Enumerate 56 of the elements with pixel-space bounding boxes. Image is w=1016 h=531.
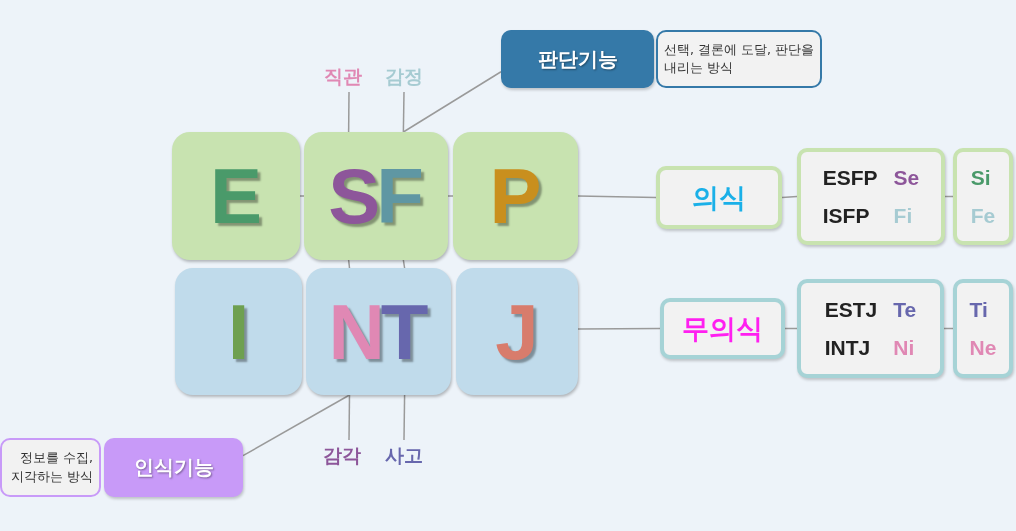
function-word: 감정 (385, 64, 423, 89)
box-heading: 인식기능 (133, 454, 214, 481)
connector-line (781, 195, 798, 199)
box-heading: 판단기능 (537, 45, 618, 73)
leader-line (348, 394, 351, 441)
tile-letter: I (227, 292, 250, 371)
box-heading: 무의식 (682, 311, 763, 346)
card-text: Ti (969, 297, 989, 322)
card-text: ESFP (822, 165, 878, 190)
description-box (0, 438, 101, 497)
type-card (797, 279, 944, 378)
letter-tile (453, 132, 578, 260)
leader-line (402, 71, 502, 133)
connector-line (347, 259, 351, 269)
card-text: INTJ (824, 335, 872, 360)
description-box (656, 30, 822, 88)
connector-line (577, 327, 661, 330)
leader-line (402, 91, 405, 133)
letter-tile (172, 132, 300, 260)
function-card (953, 148, 1013, 245)
tile-letter: S (328, 157, 381, 235)
function-word: 감각 (323, 443, 361, 468)
connector-line (447, 195, 454, 197)
letter-tile (304, 132, 448, 260)
card-text: Ni (893, 335, 916, 360)
tile-letter: E (210, 157, 262, 235)
card-text: ISFP (822, 203, 871, 228)
letter-tile (306, 268, 451, 395)
function-word: 사고 (385, 443, 423, 468)
leader-line (347, 91, 350, 133)
leader-line (403, 394, 406, 441)
tile-letter: P (489, 157, 542, 235)
card-text: Se (893, 165, 920, 190)
consciousness-box (660, 298, 785, 359)
letter-tile (456, 268, 578, 395)
function-label-box (501, 30, 654, 88)
function-card (953, 279, 1013, 378)
function-label-box (104, 438, 243, 497)
card-text: Ne (969, 335, 997, 360)
connector-line (299, 195, 305, 197)
leader-line (242, 394, 351, 457)
card-text: Si (970, 165, 992, 190)
connector-line (402, 259, 406, 269)
description-text: 선택, 결론에 도달, 판단을 내리는 방식 (663, 40, 815, 77)
function-word: 직관 (324, 64, 362, 89)
box-heading: 의식 (692, 180, 746, 215)
type-card (797, 148, 945, 245)
description-text: 정보를 수집, 지각하는 방식 (10, 449, 94, 486)
card-text: Fi (893, 203, 914, 228)
card-text: Fe (970, 203, 996, 228)
connector-line (577, 195, 657, 199)
card-text: Te (893, 297, 917, 322)
tile-letter: J (495, 292, 539, 371)
letter-tile (175, 268, 302, 395)
consciousness-box (656, 166, 782, 229)
card-text: ESTJ (824, 297, 878, 322)
